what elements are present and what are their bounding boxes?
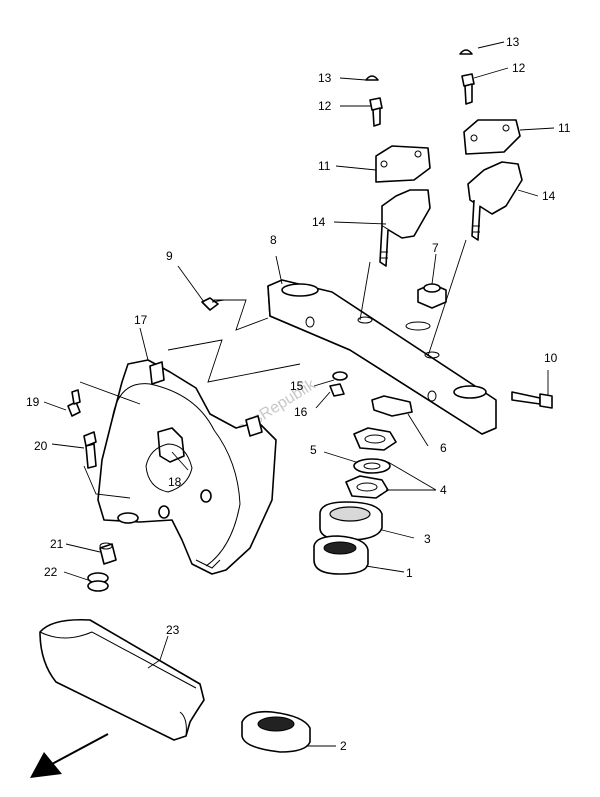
callout-13-left: 13	[318, 71, 332, 85]
bolt-part-20[interactable]	[83, 431, 97, 469]
handlebar-holder-left[interactable]	[375, 145, 431, 267]
headlight-bracket-part[interactable]	[97, 359, 277, 575]
callout-10: 10	[544, 351, 558, 365]
washer-part-15[interactable]	[332, 371, 348, 381]
dust-seal-part-3[interactable]	[319, 501, 383, 541]
callout-11-left: 11	[318, 159, 331, 173]
callout-labels: 1 2 3 4 5 6 7 8 9 10 11 11 12 12 13 13 1…	[26, 35, 571, 753]
callout-9: 9	[166, 249, 173, 263]
bearing-part-2[interactable]	[241, 710, 311, 753]
upper-bracket-part[interactable]	[267, 279, 497, 435]
holder-bolt-left[interactable]	[369, 97, 383, 127]
callout-13-right: 13	[506, 35, 520, 49]
lock-washer-part-5[interactable]	[353, 458, 391, 474]
callout-22: 22	[44, 565, 58, 579]
holder-cap-left[interactable]	[365, 75, 379, 81]
callout-5: 5	[310, 443, 317, 457]
collar-part-21[interactable]	[99, 542, 117, 565]
callout-20: 20	[34, 439, 48, 453]
arrow-down-left-icon	[30, 733, 109, 778]
holder-bolt-right[interactable]	[461, 73, 475, 105]
callout-7: 7	[432, 241, 439, 255]
handlebar-holder-right[interactable]	[463, 119, 523, 241]
bearing-part-1[interactable]	[313, 535, 369, 575]
callout-17: 17	[134, 313, 148, 327]
callout-23: 23	[166, 623, 180, 637]
cover-part-23[interactable]	[39, 618, 205, 741]
grommet-part-22[interactable]	[87, 572, 109, 592]
lock-nut-upper[interactable]	[353, 427, 397, 451]
callout-12-right: 12	[512, 61, 526, 75]
collar-part-16[interactable]	[329, 383, 345, 397]
callout-11-right: 11	[558, 121, 571, 135]
callout-3: 3	[424, 532, 431, 546]
callout-18: 18	[168, 475, 182, 489]
pinch-bolt-part[interactable]	[511, 391, 553, 409]
callout-2: 2	[340, 739, 347, 753]
ring-nut-part-6[interactable]	[371, 395, 413, 417]
callout-16: 16	[294, 405, 308, 419]
lock-nut-lower[interactable]	[345, 475, 389, 499]
callout-21: 21	[50, 537, 64, 551]
callout-14-left: 14	[312, 215, 326, 229]
holder-cap-right[interactable]	[459, 49, 473, 55]
callout-12-left: 12	[318, 99, 332, 113]
callout-1: 1	[406, 566, 413, 580]
callout-15: 15	[290, 379, 304, 393]
callout-4: 4	[440, 483, 447, 497]
callout-6: 6	[440, 441, 447, 455]
callout-19: 19	[26, 395, 40, 409]
callout-8: 8	[270, 233, 277, 247]
callout-14-right: 14	[542, 189, 556, 203]
cap-nut-part[interactable]	[417, 283, 447, 309]
leader-lines	[43, 41, 555, 747]
bolt-part-19[interactable]	[67, 389, 81, 417]
